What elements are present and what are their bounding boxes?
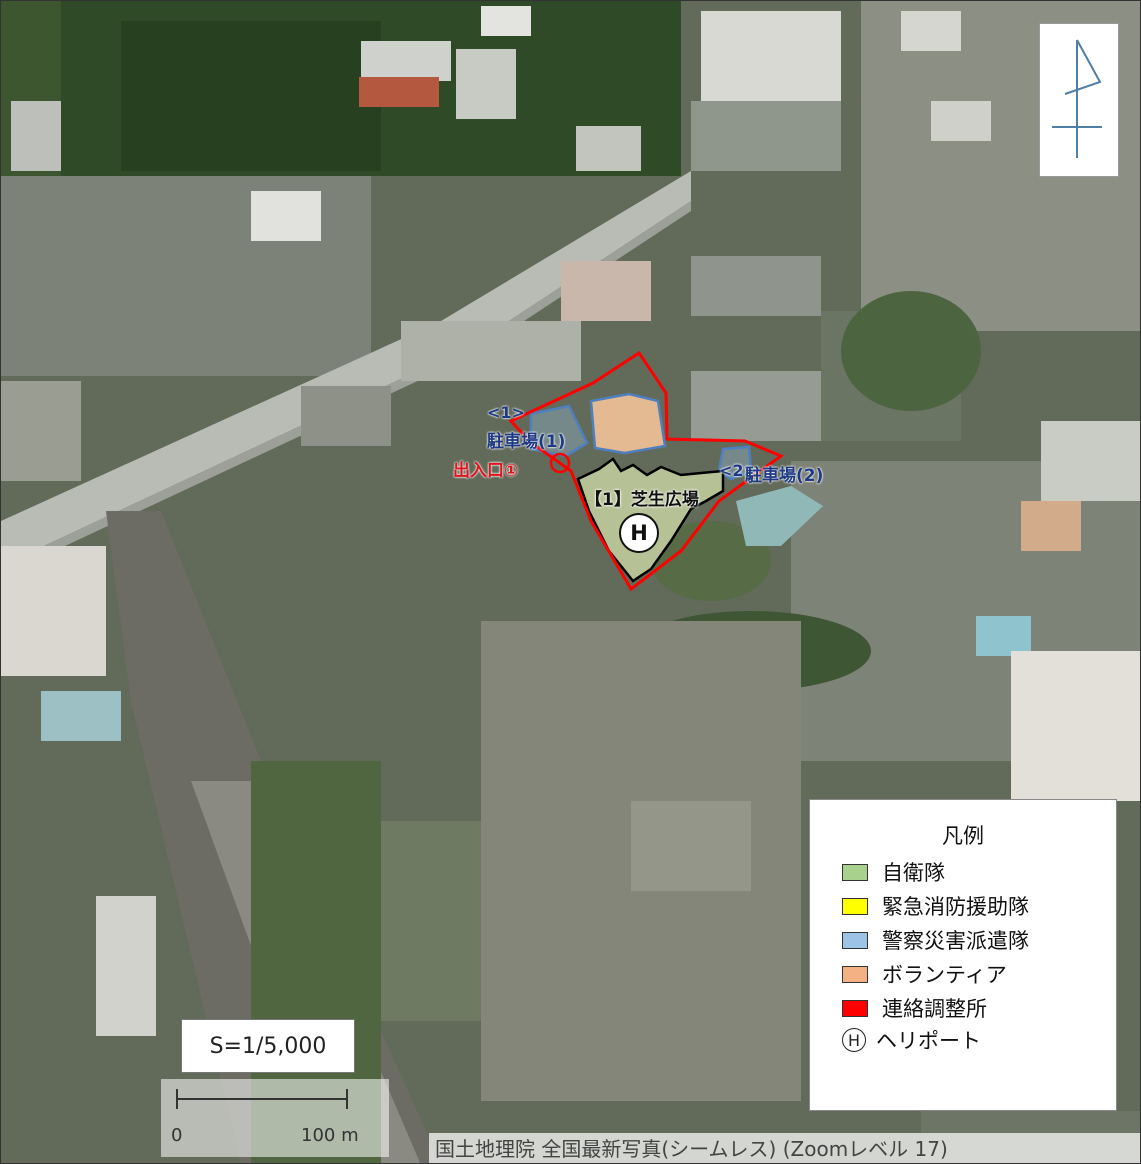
parking-2-label: 駐車場(2) — [745, 466, 824, 486]
north-arrow-icon — [1052, 39, 1102, 158]
volunteer-area — [589, 392, 667, 455]
legend-title: 凡例 — [942, 824, 984, 848]
site-boundary — [508, 350, 785, 592]
scale-bar-end-label: 100 m — [301, 1125, 359, 1146]
legend-swatch-police — [842, 931, 868, 949]
legend-label-volunteer: ボランティア — [882, 963, 1007, 987]
legend-label-coordination: 連絡調整所 — [882, 997, 987, 1021]
parking-1-number: <1> — [487, 403, 525, 422]
parking-area-2 — [717, 445, 753, 481]
legend-item-fire: 緊急消防援助隊 — [842, 892, 1029, 920]
scale-bar-start-label: 0 — [171, 1125, 183, 1146]
legend-item-police: 警察災害派遣隊 — [842, 926, 1029, 954]
legend-label-sdf: 自衛隊 — [882, 861, 945, 885]
entrance-marker — [549, 452, 571, 474]
legend-item-volunteer: ボランティア — [842, 960, 1007, 988]
legend-swatch-volunteer — [842, 965, 868, 983]
legend-label-police: 警察災害派遣隊 — [882, 929, 1029, 953]
legend-swatch-sdf — [842, 863, 868, 881]
lawn-plaza-label: 【1】芝生広場 — [585, 490, 699, 510]
parking-2-number: <2> — [719, 461, 757, 480]
legend-swatch-coordination — [842, 999, 868, 1017]
legend-label-fire: 緊急消防援助隊 — [882, 895, 1029, 919]
heliport-marker: H — [619, 513, 659, 553]
heliport-icon: H — [842, 1028, 866, 1052]
legend-swatch-fire — [842, 897, 868, 915]
scale-bar: 0 100 m — [161, 1079, 389, 1157]
legend-item-heliport: H ヘリポート — [842, 1026, 981, 1054]
north-arrow — [1039, 23, 1119, 177]
legend-item-sdf: 自衛隊 — [842, 858, 945, 886]
imagery-credit: 国土地理院 全国最新写真(シームレス) (Zoomレベル 17) — [429, 1133, 1140, 1163]
legend-label-heliport: ヘリポート — [876, 1029, 981, 1053]
scale-ratio: S=1/5,000 — [181, 1019, 355, 1073]
entrance-label: 出入口① — [453, 461, 519, 481]
legend-panel: 凡例 自衛隊 緊急消防援助隊 警察災害派遣隊 ボランティア 連絡調整所 H ヘリ… — [809, 799, 1117, 1111]
legend-item-coordination: 連絡調整所 — [842, 994, 987, 1022]
parking-1-label: 駐車場(1) — [487, 432, 566, 452]
